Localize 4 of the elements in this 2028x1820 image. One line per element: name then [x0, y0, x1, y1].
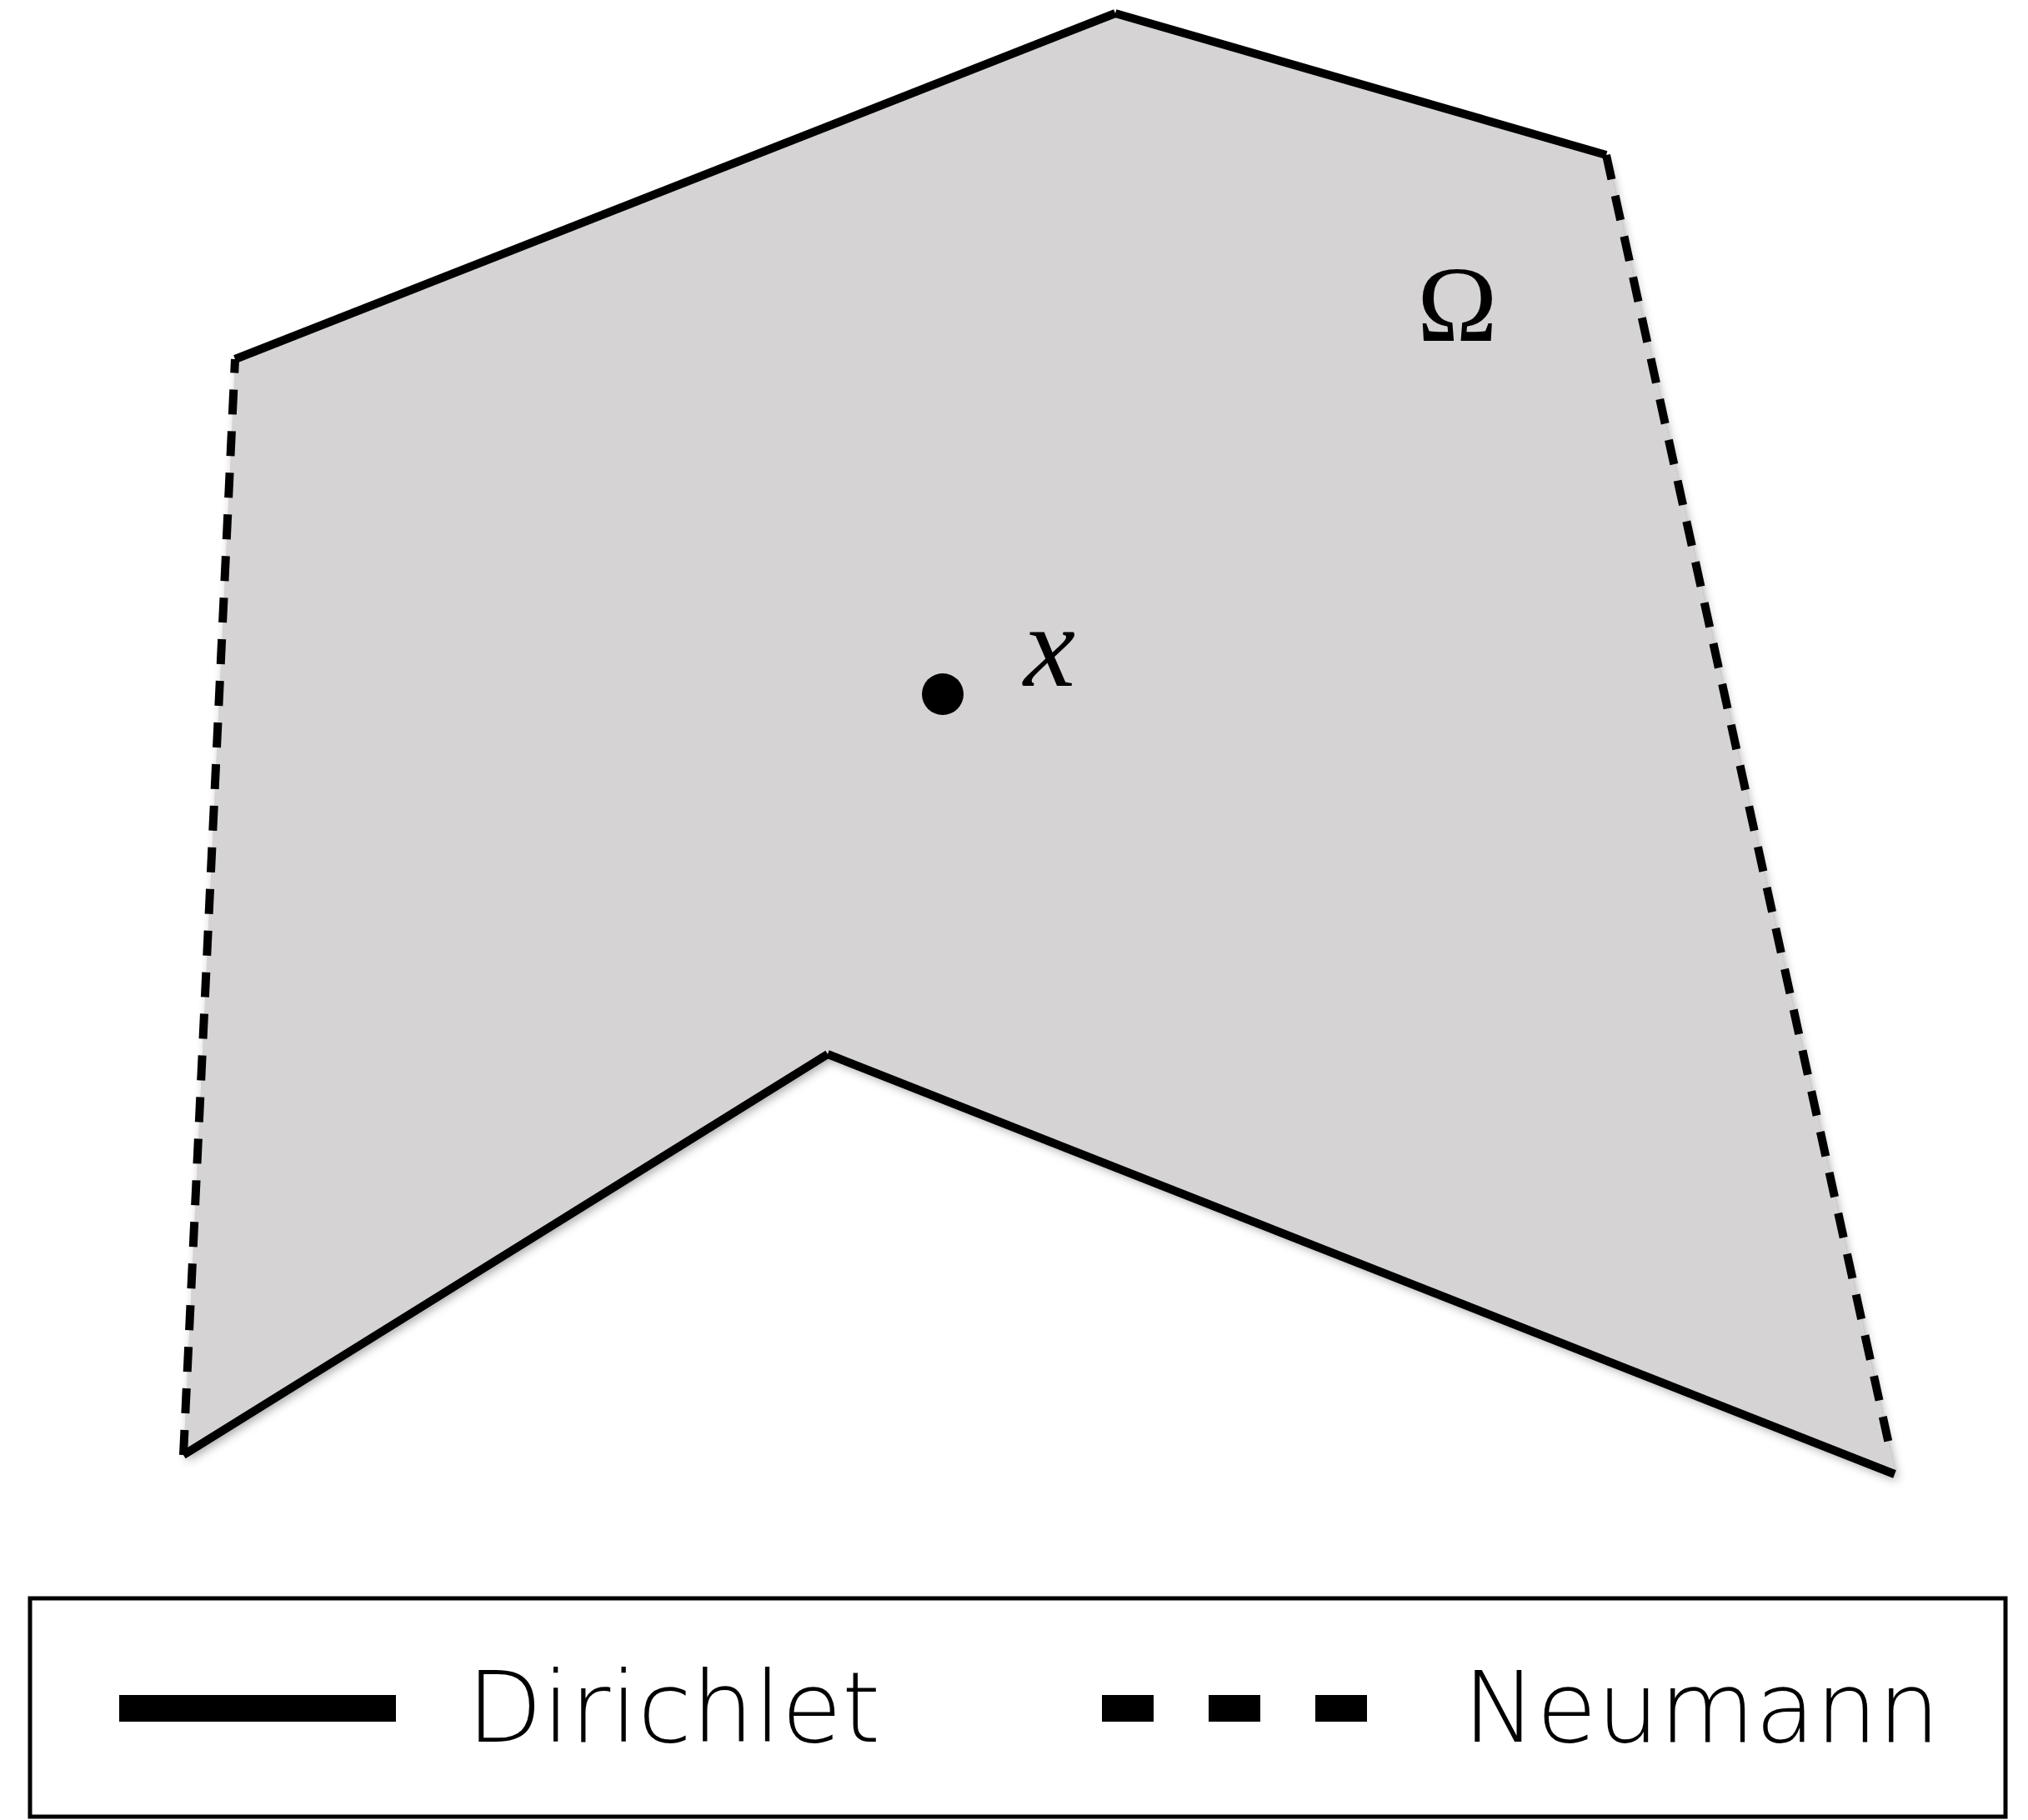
legend-label: Dirichlet: [467, 1658, 881, 1757]
point-label: x: [1024, 588, 1076, 705]
legend-label: Neumann: [1463, 1658, 1940, 1757]
domain-label: Ω: [1417, 250, 1498, 358]
